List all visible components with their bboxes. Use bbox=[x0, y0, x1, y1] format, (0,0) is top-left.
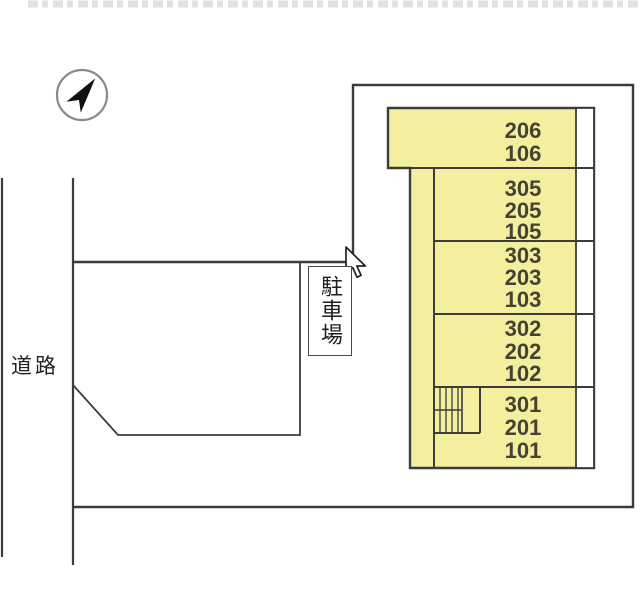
room-number: 303 bbox=[504, 243, 542, 268]
room-number: 103 bbox=[504, 287, 542, 312]
room-number: 205 bbox=[504, 197, 542, 223]
floor-divider-lines bbox=[388, 167, 594, 468]
building-outline bbox=[386, 106, 596, 470]
road-lines bbox=[0, 178, 75, 565]
parking-outline bbox=[72, 262, 301, 436]
road-label: 道路 bbox=[11, 355, 59, 378]
room-block-unit-2: 302 202 102 bbox=[453, 316, 593, 386]
room-number: 105 bbox=[504, 219, 542, 244]
room-number: 202 bbox=[504, 338, 542, 364]
room-number: 203 bbox=[504, 265, 542, 290]
room-number: 101 bbox=[504, 438, 542, 463]
room-number: 302 bbox=[504, 316, 542, 341]
north-arrow-icon bbox=[55, 68, 109, 122]
room-number: 305 bbox=[504, 176, 542, 201]
stairs-icon bbox=[434, 387, 481, 434]
room-block-unit-3: 303 203 103 bbox=[453, 245, 593, 311]
room-block-floor-top: 206 106 bbox=[453, 118, 593, 166]
site-boundary-line bbox=[73, 83, 635, 509]
parking-label-box: 駐車場 bbox=[308, 266, 352, 356]
parking-label: 駐車場 bbox=[318, 275, 343, 347]
room-number: 201 bbox=[504, 415, 542, 440]
room-number: 301 bbox=[504, 392, 542, 417]
room-block-unit-1: 301 201 101 bbox=[453, 393, 593, 462]
room-number: 206 bbox=[504, 118, 542, 143]
room-block-unit-5: 305 205 105 bbox=[453, 178, 593, 243]
room-number: 102 bbox=[504, 361, 542, 386]
balcony-strip bbox=[575, 107, 595, 469]
room-number: 106 bbox=[504, 140, 542, 166]
stair-treads bbox=[439, 387, 459, 433]
